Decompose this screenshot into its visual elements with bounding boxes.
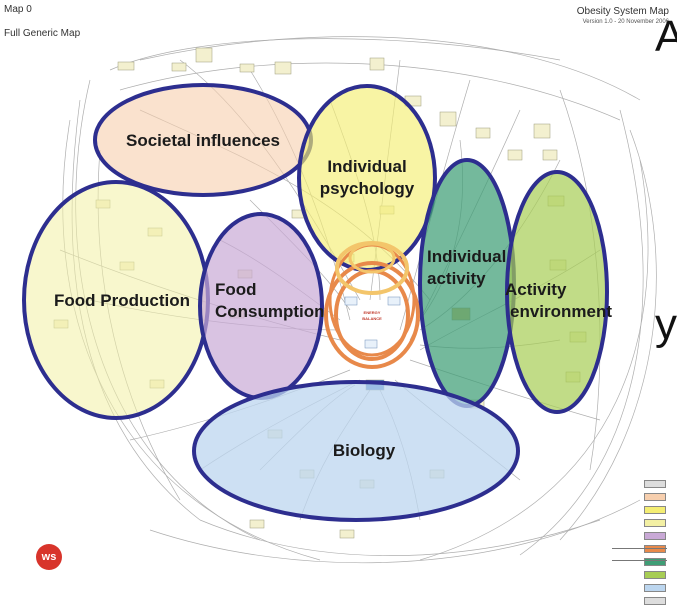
map-number-label: Map 0 (4, 4, 32, 15)
cluster-activity-environment (505, 170, 609, 414)
ws-logo: ws (36, 544, 62, 570)
overlay-letter-y: y (655, 300, 677, 349)
map-title-block: Obesity System Map Version 1.0 - 20 Nove… (577, 6, 669, 28)
cluster-shapes (22, 83, 609, 522)
energy-node-expenditure (387, 296, 401, 306)
obesity-system-map: Map 0 Full Generic Map Obesity System Ma… (4, 4, 677, 605)
energy-node-storage (364, 339, 378, 349)
label-individual-psychology-line2: psychology (320, 179, 415, 198)
label-societal-influences: Societal influences (126, 131, 280, 150)
label-individual-psychology-line1: Individual (327, 157, 406, 176)
label-biology: Biology (333, 441, 396, 460)
label-food-consumption-line2: Consumption (215, 302, 325, 321)
map-canvas: Societal influences Individual psycholog… (22, 36, 657, 564)
label-food-consumption-line1: Food (215, 280, 257, 299)
energy-balance-label-line1: ENERGY (364, 310, 381, 315)
cluster-biology (192, 380, 520, 522)
legend-swatch (644, 493, 666, 501)
energy-balance-loops (324, 241, 420, 369)
legend-swatch (644, 558, 666, 566)
legend-swatch (644, 597, 666, 605)
label-individual-activity-line1: Individual (427, 247, 506, 266)
map-version: Version 1.0 - 20 November 2006 (582, 19, 669, 25)
legend-swatch (644, 480, 666, 488)
label-food-production: Food Production (54, 291, 190, 310)
label-activity-environment-line1: Activity (505, 280, 567, 299)
label-activity-environment-line2: environment (510, 302, 612, 321)
color-legend (644, 480, 666, 610)
overlay-letter-a: A (655, 12, 677, 61)
legend-swatch (644, 545, 666, 553)
map-title: Obesity System Map (576, 6, 669, 17)
legend-line-2 (612, 560, 667, 561)
energy-balance-label-line2: BALANCE (362, 316, 382, 321)
legend-swatch (644, 506, 666, 514)
legend-swatch (644, 532, 666, 540)
legend-line-1 (612, 548, 667, 549)
energy-node-intake (344, 296, 358, 306)
legend-swatch (644, 584, 666, 592)
cluster-labels: Societal influences Individual psycholog… (54, 131, 612, 460)
legend-swatch (644, 519, 666, 527)
legend-swatch (644, 571, 666, 579)
label-individual-activity-line2: activity (427, 269, 486, 288)
map-subtitle: Full Generic Map (4, 28, 81, 39)
